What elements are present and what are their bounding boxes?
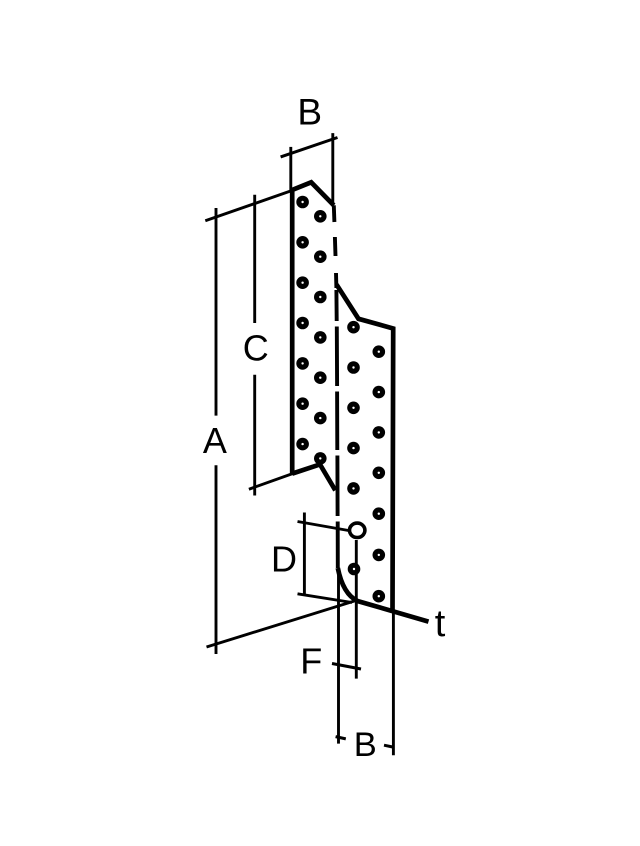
- svg-text:F: F: [300, 640, 322, 681]
- svg-text:D: D: [271, 538, 297, 579]
- svg-text:B: B: [354, 726, 377, 764]
- svg-text:A: A: [203, 420, 227, 461]
- svg-text:C: C: [243, 328, 269, 369]
- svg-text:t: t: [435, 603, 446, 645]
- svg-text:B: B: [297, 91, 322, 132]
